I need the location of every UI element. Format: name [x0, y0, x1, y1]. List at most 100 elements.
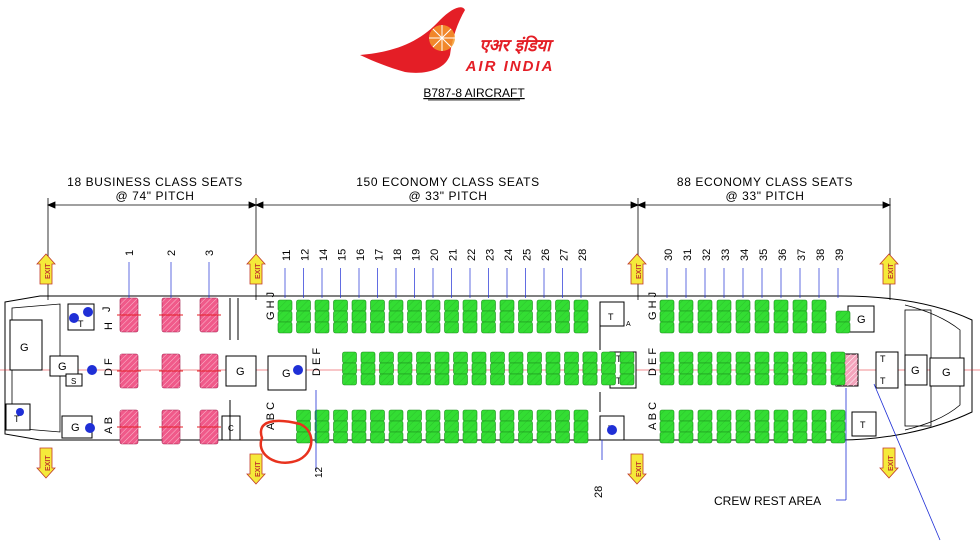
eco-seat-25-top-2[interactable] [518, 321, 533, 334]
eco-seat-37-mid-0[interactable] [792, 351, 808, 364]
eco-seat-23-bot-1[interactable] [481, 420, 496, 433]
eco-seat-23-mid-0[interactable] [527, 351, 542, 364]
eco-seat-39-bot-1[interactable] [830, 420, 846, 433]
eco-seat-20-bot-0[interactable] [425, 409, 441, 422]
eco-seat-38-bot-1[interactable] [811, 420, 827, 433]
eco-seat-33-bot-1[interactable] [716, 420, 732, 433]
eco-seat-15-top-2[interactable] [333, 321, 348, 334]
eco-seat-33-top-0[interactable] [716, 299, 732, 312]
eco-seat-12-top-2[interactable] [296, 321, 311, 334]
eco-seat-24-bot-2[interactable] [499, 431, 515, 444]
eco-seat-32-bot-1[interactable] [697, 420, 713, 433]
eco-seat-16-mid-2[interactable] [397, 373, 413, 386]
eco-seat-14-top-0[interactable] [314, 299, 330, 312]
business-seat-row-2-bot[interactable] [159, 409, 183, 445]
business-seat-row-3-bot[interactable] [197, 409, 221, 445]
eco-seat-37-bot-2[interactable] [792, 431, 808, 444]
eco-seat-30-bot-0[interactable] [659, 409, 675, 422]
eco-seat-14-top-1[interactable] [314, 310, 330, 323]
eco-seat-16-top-0[interactable] [351, 299, 367, 312]
eco-seat-36-top-2[interactable] [773, 321, 789, 334]
eco-seat-27-mid-2[interactable] [601, 373, 616, 386]
eco-seat-39-bot-0[interactable] [830, 409, 846, 422]
eco-seat-33-top-1[interactable] [716, 310, 732, 323]
eco-seat-21-bot-1[interactable] [444, 420, 459, 433]
eco-seat-20-mid-1[interactable] [471, 362, 487, 375]
eco-seat-28-mid-1[interactable] [619, 362, 635, 375]
business-seat-row-2-mid[interactable] [159, 353, 183, 389]
eco-seat-37-top-1[interactable] [792, 310, 808, 323]
eco-seat-38-top-0[interactable] [811, 299, 827, 312]
eco-seat-25-mid-0[interactable] [564, 351, 579, 364]
eco-seat-36-mid-2[interactable] [773, 373, 789, 386]
eco-seat-16-top-1[interactable] [351, 310, 367, 323]
eco-seat-21-mid-0[interactable] [490, 351, 505, 364]
eco-seat-34-top-0[interactable] [735, 299, 751, 312]
eco-seat-15-bot-2[interactable] [333, 431, 348, 444]
eco-seat-15-top-0[interactable] [333, 299, 348, 312]
eco-seat-20-top-0[interactable] [425, 299, 441, 312]
eco-seat-34-mid-0[interactable] [735, 351, 751, 364]
eco-seat-25-mid-2[interactable] [564, 373, 579, 386]
eco-seat-17-mid-2[interactable] [416, 373, 431, 386]
eco-seat-38-top-1[interactable] [811, 310, 827, 323]
eco-seat-35-top-0[interactable] [754, 299, 770, 312]
eco-seat-21-mid-1[interactable] [490, 362, 505, 375]
eco-seat-14-mid-1[interactable] [360, 362, 376, 375]
eco-seat-37-bot-1[interactable] [792, 420, 808, 433]
eco-seat-33-top-2[interactable] [716, 321, 732, 334]
eco-seat-17-mid-1[interactable] [416, 362, 431, 375]
eco-seat-14-mid-2[interactable] [360, 373, 376, 386]
eco-seat-34-bot-2[interactable] [735, 431, 751, 444]
eco-seat-15-mid-0[interactable] [379, 351, 394, 364]
eco-seat-38-bot-2[interactable] [811, 431, 827, 444]
eco-seat-25-mid-1[interactable] [564, 362, 579, 375]
eco-seat-32-top-2[interactable] [697, 321, 713, 334]
eco-seat-24-top-1[interactable] [499, 310, 515, 323]
eco-seat-17-bot-0[interactable] [370, 409, 385, 422]
eco-seat-24-mid-1[interactable] [545, 362, 561, 375]
eco-seat-18-mid-2[interactable] [434, 373, 450, 386]
eco-seat-28-top-0[interactable] [573, 299, 589, 312]
eco-seat-32-mid-0[interactable] [697, 351, 713, 364]
eco-seat-18-bot-2[interactable] [388, 431, 404, 444]
eco-seat-34-top-1[interactable] [735, 310, 751, 323]
eco-seat-18-top-0[interactable] [388, 299, 404, 312]
eco-seat-37-mid-2[interactable] [792, 373, 808, 386]
eco-seat-22-top-2[interactable] [462, 321, 478, 334]
eco-seat-31-mid-1[interactable] [678, 362, 694, 375]
eco-seat-20-top-2[interactable] [425, 321, 441, 334]
eco-seat-26-bot-2[interactable] [536, 431, 552, 444]
eco-seat-22-top-1[interactable] [462, 310, 478, 323]
eco-seat-25-top-0[interactable] [518, 299, 533, 312]
eco-seat-30-bot-2[interactable] [659, 431, 675, 444]
eco-seat-19-top-1[interactable] [407, 310, 422, 323]
eco-seat-22-bot-0[interactable] [462, 409, 478, 422]
eco-seat-19-mid-0[interactable] [453, 351, 468, 364]
business-seat-row-1-top[interactable] [117, 297, 141, 333]
eco-seat-24-top-2[interactable] [499, 321, 515, 334]
business-seat-row-2-top[interactable] [159, 297, 183, 333]
eco-seat-28-bot-1[interactable] [573, 420, 589, 433]
eco-seat-21-top-2[interactable] [444, 321, 459, 334]
eco-seat-12-mid-0[interactable] [342, 351, 357, 364]
eco-seat-17-bot-2[interactable] [370, 431, 385, 444]
business-seat-row-3-mid[interactable] [197, 353, 221, 389]
eco-seat-extra-mid-0-1[interactable] [582, 362, 598, 375]
eco-seat-27-bot-2[interactable] [555, 431, 570, 444]
eco-seat-12-bot-2[interactable] [296, 431, 311, 444]
eco-seat-31-mid-2[interactable] [678, 373, 694, 386]
eco-seat-27-top-2[interactable] [555, 321, 570, 334]
eco-seat-16-bot-0[interactable] [351, 409, 367, 422]
eco-seat-31-top-1[interactable] [678, 310, 694, 323]
eco-seat-17-mid-0[interactable] [416, 351, 431, 364]
eco-seat-32-mid-2[interactable] [697, 373, 713, 386]
eco-seat-20-mid-2[interactable] [471, 373, 487, 386]
eco-seat-36-mid-0[interactable] [773, 351, 789, 364]
eco-seat-16-bot-2[interactable] [351, 431, 367, 444]
eco-seat-39-bot-2[interactable] [830, 431, 846, 444]
eco-seat-33-mid-1[interactable] [716, 362, 732, 375]
eco-seat-20-bot-1[interactable] [425, 420, 441, 433]
eco-seat-35-top-1[interactable] [754, 310, 770, 323]
eco-seat-23-mid-1[interactable] [527, 362, 542, 375]
